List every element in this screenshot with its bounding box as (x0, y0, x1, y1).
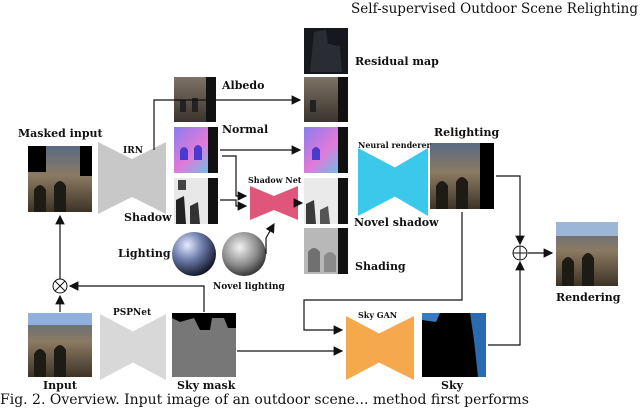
shadow-net-network (250, 186, 298, 220)
sky-image (422, 313, 486, 377)
input-image (28, 313, 92, 377)
sky-gan-label: Sky GAN (358, 310, 398, 320)
shadow-image (174, 178, 218, 224)
lighting-label: Lighting (118, 247, 171, 260)
sky-mask-image (172, 313, 236, 377)
residual-map-image (304, 28, 348, 74)
novel-lighting-sphere (222, 232, 266, 276)
figure-caption: Fig. 2. Overview. Input image of an outd… (0, 392, 529, 408)
rendering-label: Rendering (556, 291, 621, 304)
novel-shadow-image (304, 178, 348, 224)
sky-label: Sky (441, 379, 463, 392)
shadow-label: Shadow (124, 211, 172, 224)
add-operator (512, 245, 528, 261)
masked-input-image (28, 146, 92, 212)
running-title: Self-supervised Outdoor Scene Relighting (351, 1, 638, 17)
masked-input-label: Masked input (18, 127, 103, 140)
multiply-operator (52, 278, 68, 294)
lighting-sphere (172, 232, 216, 276)
albedo-output-image (304, 77, 348, 122)
relighting-label: Relighting (434, 126, 500, 139)
albedo-label: Albedo (222, 79, 265, 92)
irn-network (98, 142, 166, 214)
residual-map-label: Residual map (355, 55, 439, 68)
input-label: Input (43, 379, 77, 392)
novel-lighting-label: Novel lighting (213, 282, 285, 292)
novel-shadow-label: Novel shadow (354, 216, 439, 229)
normal-output-image (304, 127, 348, 173)
connectors (55, 95, 554, 356)
normal-label: Normal (222, 123, 269, 136)
normal-image (174, 127, 218, 173)
shading-label: Shading (355, 260, 406, 273)
neural-renderer-label: Neural renderer (358, 140, 431, 150)
irn-label: IRN (123, 146, 143, 156)
sky-mask-label: Sky mask (177, 379, 236, 392)
shadow-net-label: Shadow Net (248, 175, 302, 185)
relighting-image (430, 143, 494, 209)
pspnet-label: PSPNet (113, 308, 152, 318)
sky-gan-network (346, 316, 414, 380)
pspnet-network (100, 314, 166, 380)
rendering-image (556, 222, 618, 286)
neural-renderer-network (358, 148, 428, 216)
shading-image (304, 228, 348, 274)
